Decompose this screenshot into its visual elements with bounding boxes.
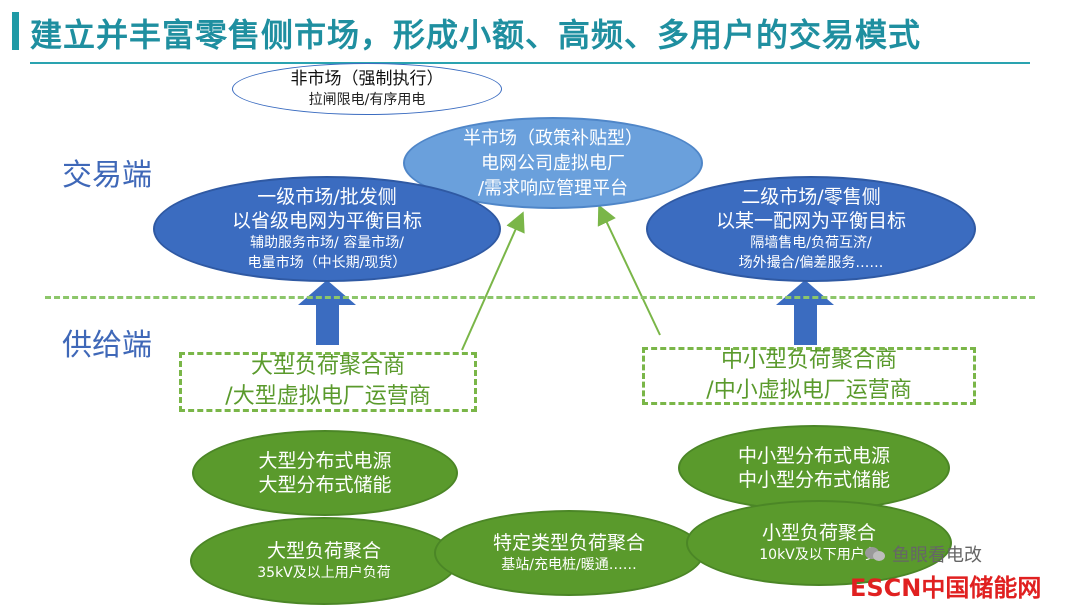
specific-load-ellipse: 特定类型负荷聚合 基站/充电桩/暖通…… (434, 510, 704, 596)
small-load-title: 小型负荷聚合 (761, 522, 876, 544)
up-arrow-left (298, 280, 356, 345)
supply-side-label: 供给端 (62, 328, 152, 363)
large-aggregator-box: 大型负荷聚合商 /大型虚拟电厂运营商 (179, 352, 477, 412)
small-distributed-line2: 中小型分布式储能 (737, 469, 890, 491)
non-market-title: 非市场（强制执行） (290, 69, 444, 89)
large-load-detail: 35kV及以上用户负荷 (257, 565, 391, 581)
small-aggregator-line2: /中小虚拟电厂运营商 (706, 378, 912, 403)
primary-market-title: 一级市场/批发侧 (257, 186, 397, 208)
large-distributed-ellipse: 大型分布式电源 大型分布式储能 (192, 430, 458, 516)
small-aggregator-line1: 中小型负荷聚合商 (720, 348, 897, 373)
arrow-large-to-semi (461, 211, 525, 351)
large-load-ellipse: 大型负荷聚合 35kV及以上用户负荷 (190, 517, 458, 605)
small-load-ellipse: 小型负荷聚合 10kV及以下用户负 (686, 500, 952, 586)
large-aggregator-line1: 大型负荷聚合商 (250, 354, 405, 379)
specific-load-title: 特定类型负荷聚合 (492, 532, 645, 554)
secondary-market-title: 二级市场/零售侧 (741, 186, 881, 208)
non-market-ellipse: 非市场（强制执行） 拉闸限电/有序用电 (232, 63, 502, 115)
primary-market-detail1: 辅助服务市场/ 容量市场/ (250, 235, 404, 251)
wechat-account-name: 鱼眼看电改 (892, 545, 982, 566)
small-aggregator-box: 中小型负荷聚合商 /中小虚拟电厂运营商 (642, 347, 976, 405)
large-distributed-line1: 大型分布式电源 (258, 450, 392, 472)
large-load-title: 大型负荷聚合 (266, 540, 381, 562)
small-load-detail: 10kV及以下用户负 (759, 547, 879, 563)
secondary-market-detail2: 场外撮合/偏差服务…… (738, 255, 884, 271)
primary-market-ellipse: 一级市场/批发侧 以省级电网为平衡目标 辅助服务市场/ 容量市场/ 电量市场（中… (153, 176, 501, 282)
arrow-small-to-semi (597, 204, 661, 336)
title-underline (30, 62, 1030, 64)
specific-load-detail: 基站/充电桩/暖通…… (501, 557, 637, 573)
semi-market-line3: /需求响应管理平台 (477, 177, 629, 199)
small-distributed-line1: 中小型分布式电源 (737, 445, 890, 467)
large-aggregator-line2: /大型虚拟电厂运营商 (225, 384, 431, 409)
trade-side-label: 交易端 (62, 158, 152, 193)
semi-market-title: 半市场（政策补贴型） (463, 127, 643, 149)
secondary-market-detail1: 隔墙售电/负荷互济/ (750, 235, 872, 251)
secondary-market-target: 以某一配网为平衡目标 (715, 210, 906, 232)
escn-logo: ESCN中国储能网 (850, 574, 1042, 602)
large-distributed-line2: 大型分布式储能 (258, 474, 392, 496)
primary-market-detail2: 电量市场（中长期/现货） (247, 255, 407, 271)
wechat-icon (864, 546, 886, 562)
primary-market-target: 以省级电网为平衡目标 (231, 210, 422, 232)
title-accent-bar (12, 12, 19, 50)
non-market-detail: 拉闸限电/有序用电 (308, 92, 426, 108)
secondary-market-ellipse: 二级市场/零售侧 以某一配网为平衡目标 隔墙售电/负荷互济/ 场外撮合/偏差服务… (646, 176, 976, 282)
page-title: 建立并丰富零售侧市场，形成小额、高频、多用户的交易模式 (30, 16, 922, 54)
trade-supply-divider (45, 296, 1035, 299)
semi-market-line2: 电网公司虚拟电厂 (481, 152, 625, 174)
small-distributed-ellipse: 中小型分布式电源 中小型分布式储能 (678, 425, 950, 511)
semi-market-ellipse: 半市场（政策补贴型） 电网公司虚拟电厂 /需求响应管理平台 (403, 117, 703, 209)
up-arrow-right (776, 280, 834, 345)
